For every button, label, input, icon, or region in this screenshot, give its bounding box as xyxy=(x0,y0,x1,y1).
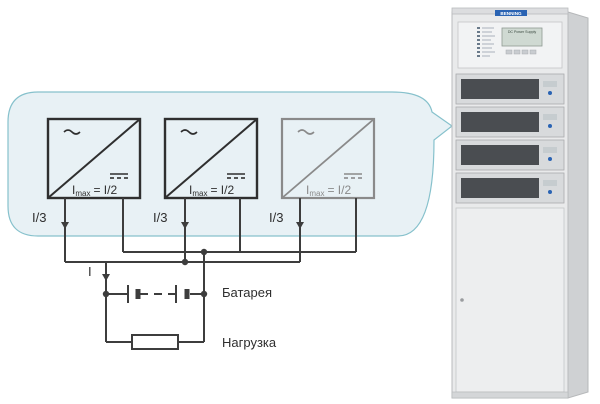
indicator-text-lines xyxy=(482,27,495,57)
callout-bubble xyxy=(7,91,454,237)
door-lock-icon xyxy=(460,298,464,302)
indicator-leds xyxy=(477,27,480,57)
cabinet-door xyxy=(455,207,565,393)
cabinet-plinth xyxy=(451,391,569,399)
arrow-down-icon xyxy=(61,222,69,229)
arrow-down-icon xyxy=(181,222,189,229)
dc-symbol-icon xyxy=(110,173,128,179)
load-resistor-icon xyxy=(131,334,179,350)
lcd-display xyxy=(501,27,543,47)
keypad xyxy=(505,49,537,55)
rectifier-unit-1 xyxy=(455,73,565,105)
ac-symbol-icon xyxy=(63,129,81,135)
rectifier-unit-4 xyxy=(455,172,565,204)
rectifier-module-1: Imax= I/2 xyxy=(46,117,142,200)
battery-label: Батарея xyxy=(222,285,272,300)
rectifier-unit-3 xyxy=(455,139,565,171)
ac-symbol-icon xyxy=(297,129,315,135)
module-3-current-label: I/3 xyxy=(269,210,283,225)
display-title: DC Power Supply xyxy=(508,30,537,34)
arrow-down-icon xyxy=(296,222,304,229)
arrow-down-icon xyxy=(102,274,110,281)
current-arrows xyxy=(61,222,304,281)
rectifier-unit-2 xyxy=(455,106,565,138)
dc-symbol-icon xyxy=(227,173,245,179)
junction-dots xyxy=(102,248,208,298)
rectifier-module-2: Imax= I/2 xyxy=(163,117,259,200)
brand-plate xyxy=(495,10,527,16)
brand-label: BENNING xyxy=(500,11,522,16)
bus-current-label: I xyxy=(88,264,92,279)
battery-symbol-icon xyxy=(127,285,190,303)
rectifier-module-3: Imax= I/2 xyxy=(280,117,376,200)
module-1-current-label: I/3 xyxy=(32,210,46,225)
load-label: Нагрузка xyxy=(222,335,277,350)
ac-symbol-icon xyxy=(180,129,198,135)
power-supply-cabinet: BENNING DC Power Supply xyxy=(451,7,589,399)
dc-symbol-icon xyxy=(344,173,362,179)
module-2-current-label: I/3 xyxy=(153,210,167,225)
